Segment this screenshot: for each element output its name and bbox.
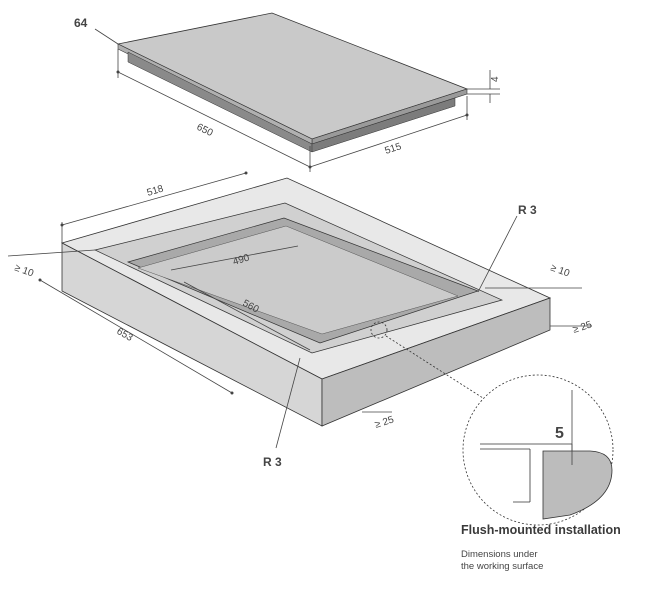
hob-depth-label: 515 <box>384 141 404 157</box>
detail-note-line-1: Dimensions under <box>461 549 538 560</box>
radius-top-leader <box>477 215 518 293</box>
hob-illustration <box>116 12 469 153</box>
detail-worktop-section <box>542 450 613 520</box>
worktop-illustration <box>60 177 552 427</box>
outer-length-line <box>39 279 233 394</box>
outer-width-line <box>61 172 247 226</box>
cutout-floor <box>137 225 459 335</box>
hob-depth-line <box>309 114 468 168</box>
min-right-top-label: ≥ 10 <box>549 262 571 279</box>
hob-thickness-label: 4 <box>490 76 501 82</box>
detail-title: Flush-mounted installation <box>461 523 621 537</box>
hob-height-leader <box>94 28 119 45</box>
hob-width-label: 650 <box>195 122 215 139</box>
detail-callout: 5 <box>370 321 614 526</box>
detail-marker <box>370 321 388 339</box>
radius-bottom-label: R 3 <box>263 455 282 469</box>
detail-note: Dimensions under the working surface <box>461 549 543 573</box>
inner-length-line <box>183 281 311 351</box>
radius-top-label: R 3 <box>518 203 537 217</box>
min-right-label: ≥ 25 <box>572 319 594 336</box>
outer-length-label: 653 <box>115 326 135 344</box>
worktop-front-face <box>321 297 551 427</box>
radius-bottom-leader <box>275 357 301 449</box>
min-bottom-label: ≥ 25 <box>374 414 396 431</box>
inner-width-line <box>170 245 299 271</box>
hob-width-line <box>117 71 311 168</box>
inner-width-label: 490 <box>232 252 252 268</box>
hob-body-front <box>311 97 456 153</box>
outer-width-label: 518 <box>146 183 166 199</box>
min-left-top-label: ≥ 10 <box>13 262 35 279</box>
detail-note-line-2: the working surface <box>461 561 544 572</box>
hob-height-label: 64 <box>74 16 88 30</box>
detail-depth-label: 5 <box>555 425 564 442</box>
